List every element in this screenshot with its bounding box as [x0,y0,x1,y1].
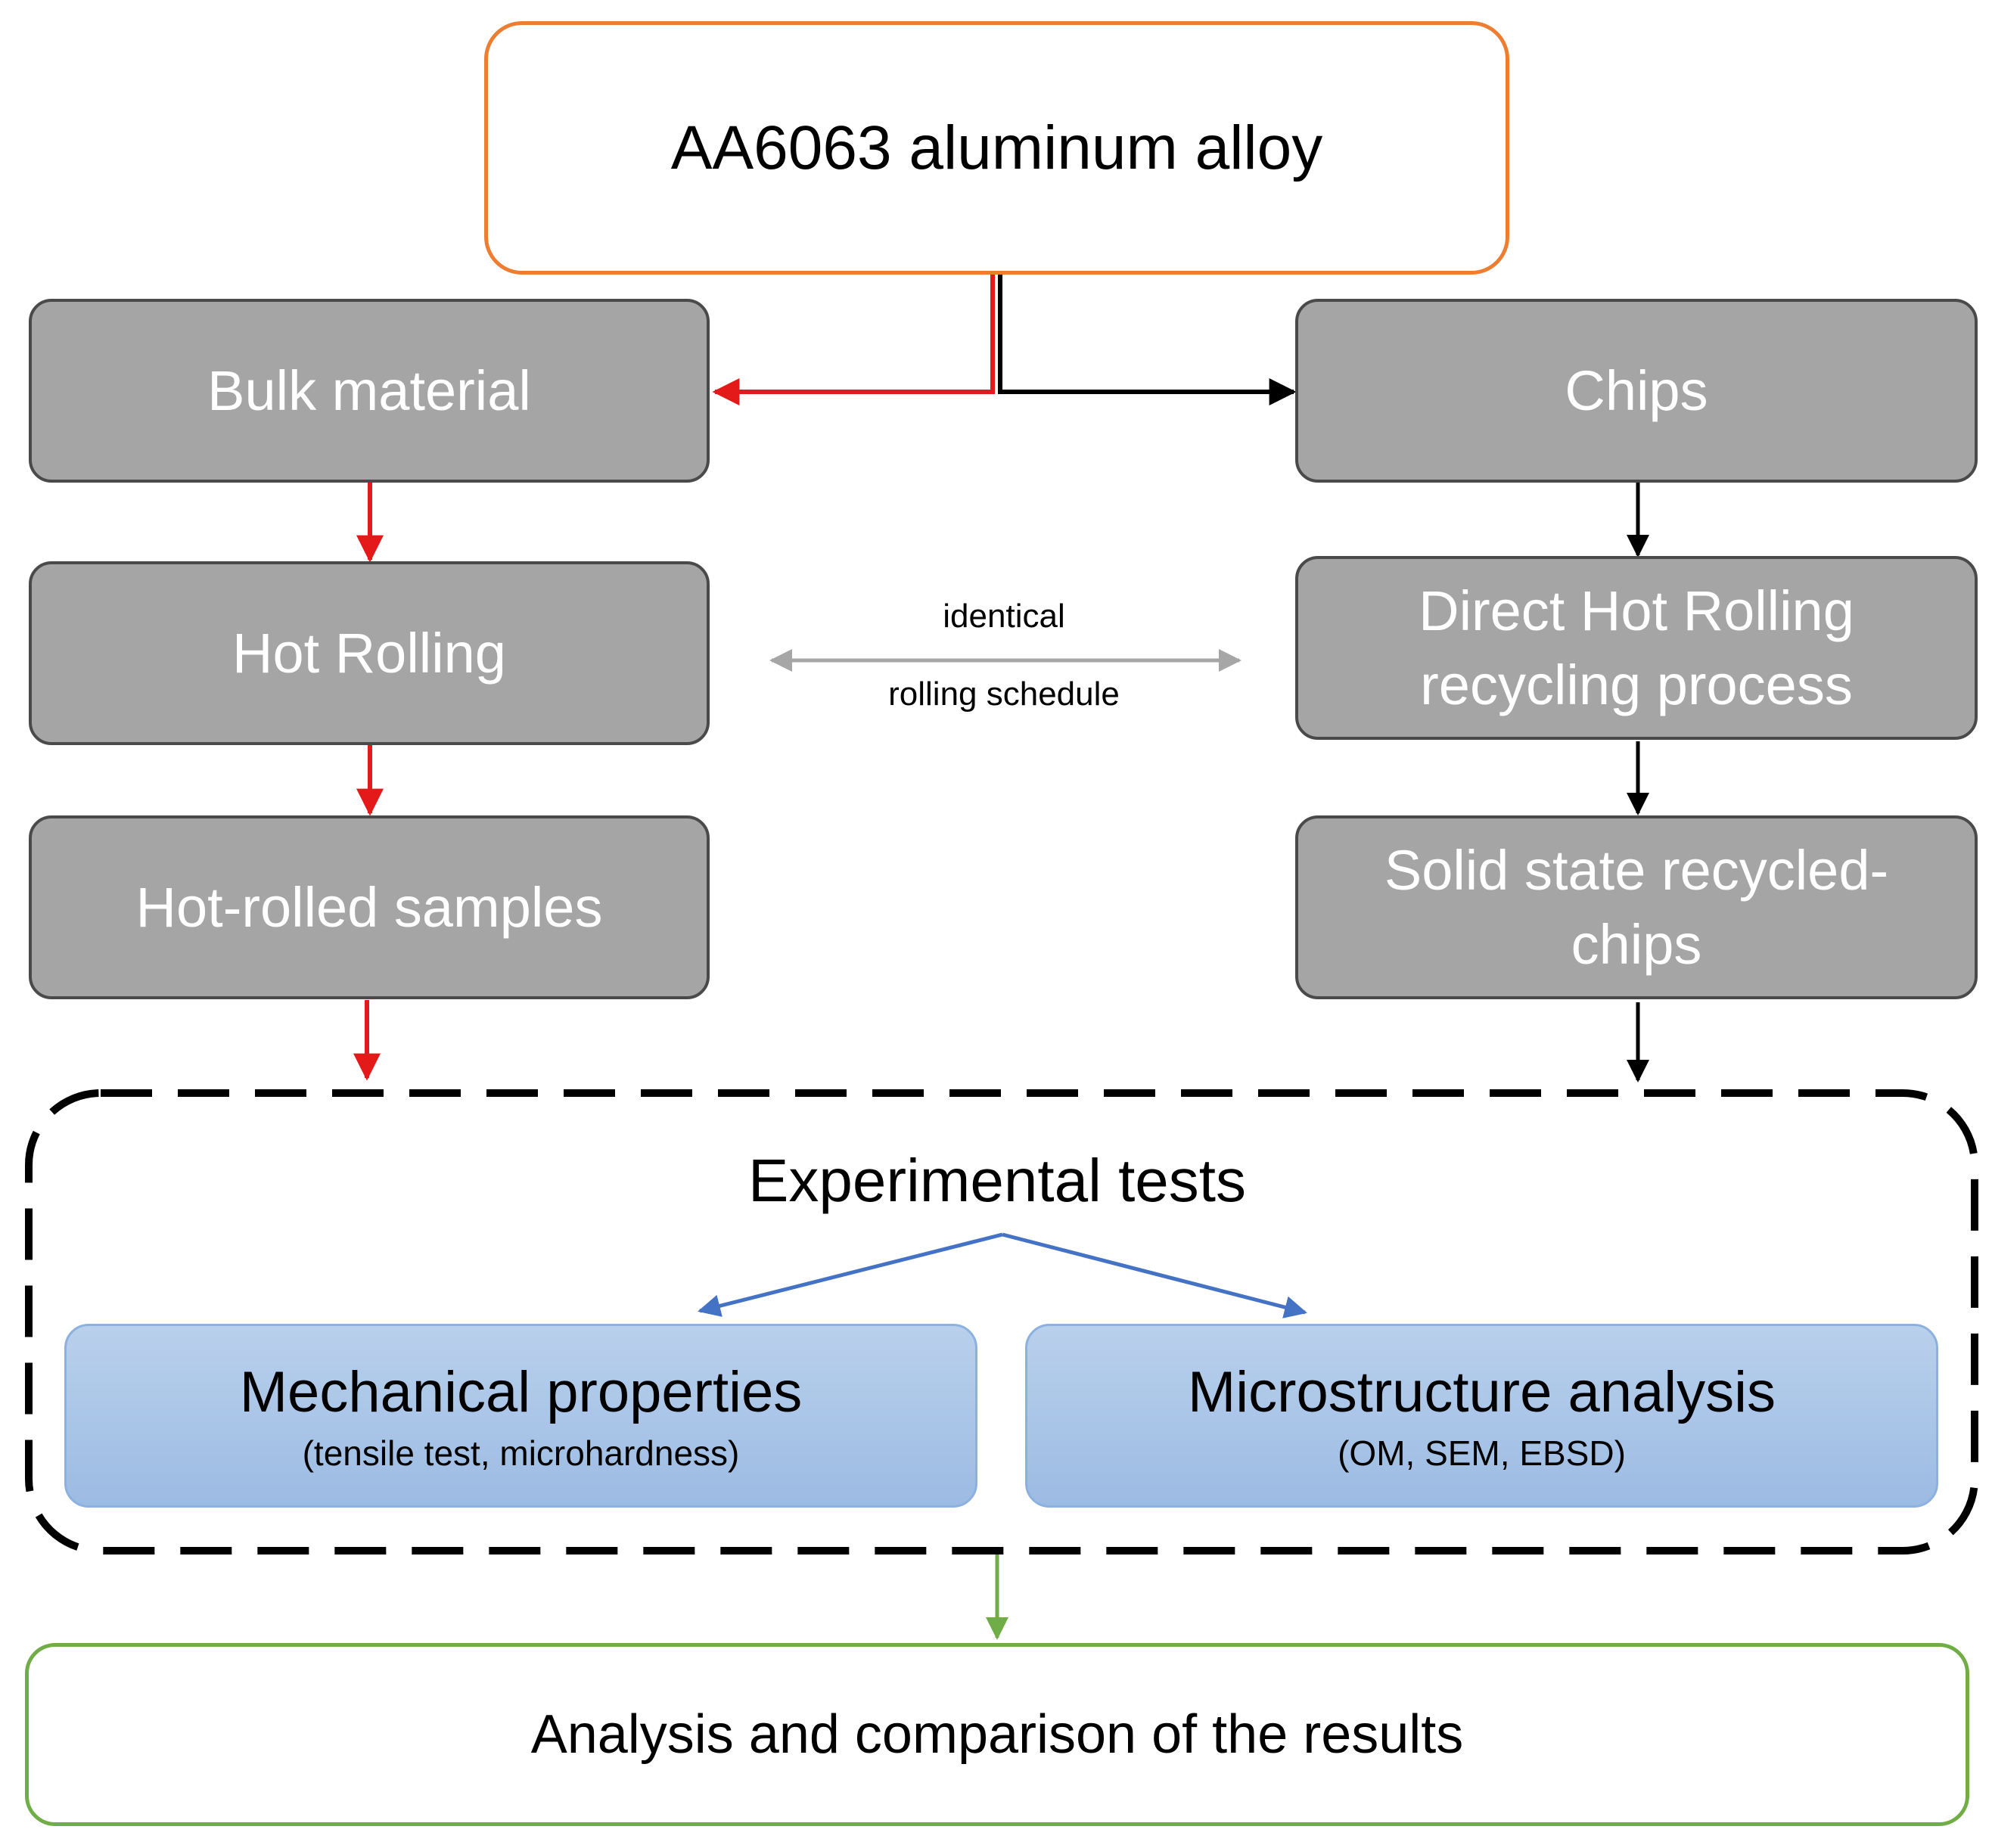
source-to-bulk-arrow [712,275,995,405]
link-note-line2: rolling schedule [888,676,1120,713]
link-note-line1: identical [943,598,1065,635]
bulk-material-box: Bulk material [29,299,710,483]
chips-box: Chips [1295,299,1978,483]
experimental-tests-frame [25,1089,1978,1554]
results-box: Analysis and comparison of the results [25,1643,1969,1826]
microstructure-analysis-box: Microstructure analysis (OM, SEM, EBSD) [1025,1324,1938,1508]
experimental-tests-title: Experimental tests [747,1147,1247,1214]
direct-hot-rolling-box: Direct Hot Rolling recycling process [1295,556,1978,740]
bulk-material-label: Bulk material [207,359,531,422]
mechanical-properties-detail: (tensile test, microhardness) [302,1433,740,1474]
microstructure-analysis-title: Microstructure analysis [1187,1359,1776,1424]
hot-rolling-label: Hot Rolling [232,621,506,685]
source-material-label: AA6063 aluminum alloy [670,113,1323,182]
mechanical-properties-title: Mechanical properties [239,1359,803,1424]
hot-rolled-samples-box: Hot-rolled samples [29,815,710,999]
recycled-chips-line2: chips [1571,912,1702,976]
recycled-chips-line1: Solid state recycled- [1384,838,1889,902]
source-material-box: AA6063 aluminum alloy [484,21,1509,275]
chips-label: Chips [1565,359,1708,422]
recycled-chips-box: Solid state recycled- chips [1295,815,1978,999]
direct-hot-rolling-line1: Direct Hot Rolling [1419,579,1854,642]
direct-hot-rolling-line2: recycling process [1420,653,1853,716]
tests-to-mechanical-arrow [698,1232,1003,1317]
hot-rolling-box: Hot Rolling [29,561,710,745]
results-label: Analysis and comparison of the results [530,1704,1464,1765]
microstructure-analysis-detail: (OM, SEM, EBSD) [1338,1433,1626,1474]
hot-rolled-samples-label: Hot-rolled samples [135,875,603,939]
tests-to-microstructure-arrow [1002,1232,1307,1318]
mechanical-properties-box: Mechanical properties (tensile test, mic… [64,1324,977,1508]
source-to-chips-arrow [998,275,1297,405]
